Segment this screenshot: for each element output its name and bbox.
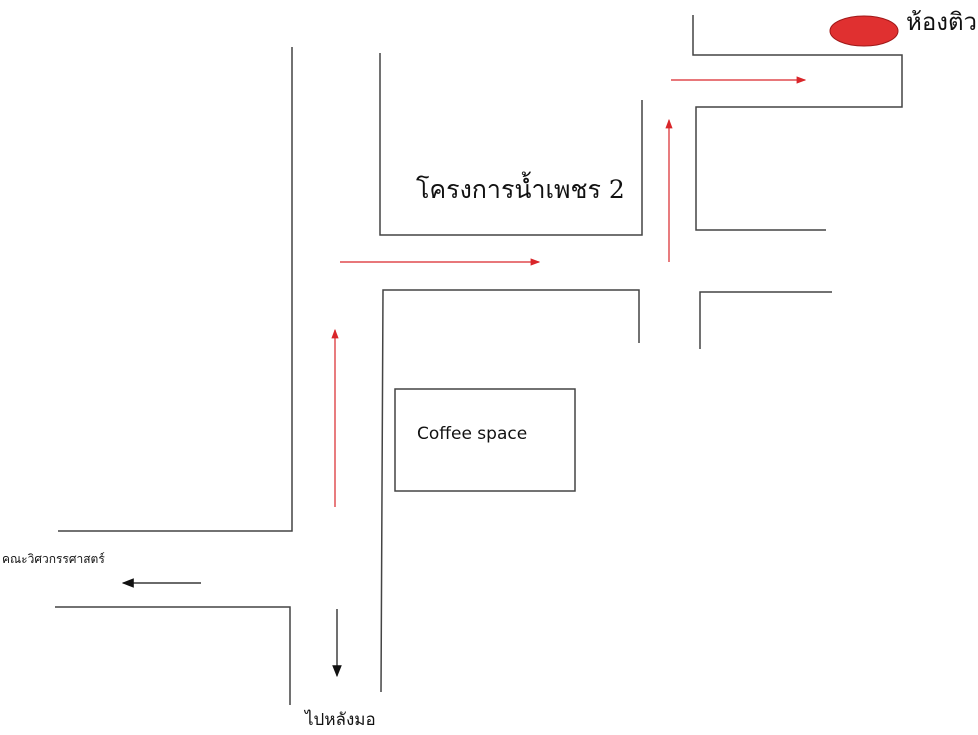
road-edge-left-top: [58, 47, 293, 532]
project-label: โครงการน้ำเพชร 2: [416, 175, 625, 204]
coffee-space-building: [394, 388, 576, 492]
road-edge-right-upper: [692, 15, 903, 231]
project-building-outline: [379, 53, 643, 236]
destination-marker: [829, 15, 899, 47]
destination-label: ห้องติว: [906, 8, 978, 36]
road-edge-center: [380, 289, 640, 693]
road-edge-right-lower: [699, 291, 832, 349]
faculty-label: คณะวิศวกรรศาสตร์: [2, 552, 105, 566]
back-label: ไปหลังมอ: [305, 710, 376, 730]
road-edge-left-bottom: [55, 606, 291, 705]
coffee-space-label: Coffee space: [417, 424, 528, 444]
